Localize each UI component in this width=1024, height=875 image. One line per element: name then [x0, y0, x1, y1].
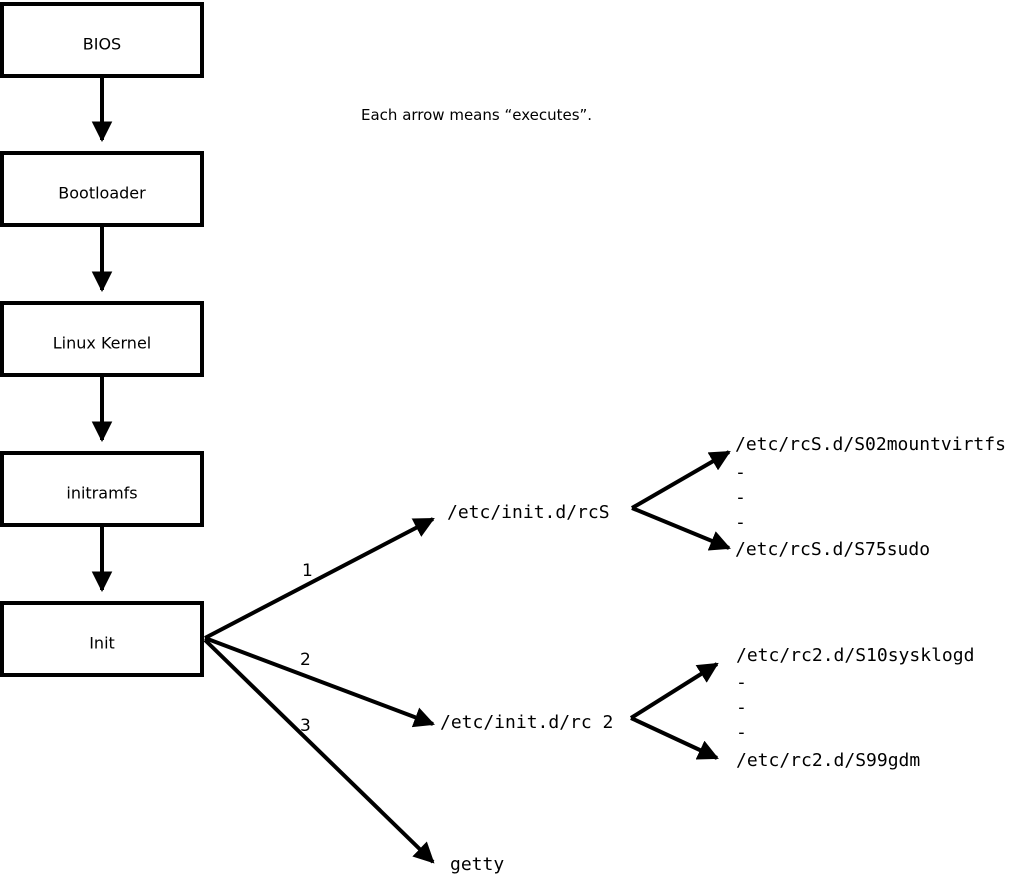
rcs-ellipsis-1: -	[735, 462, 746, 483]
rcs-script-last: /etc/rcS.d/S75sudo	[735, 539, 930, 560]
branch-number-2: 2	[300, 650, 311, 670]
rcs-ellipsis-3: -	[735, 512, 746, 533]
bootloader-box[interactable]	[0, 151, 204, 227]
init-label: Init	[89, 634, 115, 653]
arrow-init-to-rc2	[204, 636, 435, 728]
branch-number-1: 1	[302, 561, 313, 581]
initramfs-label: initramfs	[66, 484, 137, 503]
rc2-script-last: /etc/rc2.d/S99gdm	[736, 750, 920, 771]
arrow-init-to-getty	[203, 638, 435, 864]
bios-box[interactable]	[0, 2, 204, 78]
target-getty-label: getty	[450, 854, 504, 875]
branch-number-3: 3	[300, 716, 311, 736]
kernel-label: Linux Kernel	[53, 334, 151, 353]
arrow-rc2-to-first-script	[629, 662, 719, 720]
arrow-rc2-to-last-script	[630, 716, 719, 760]
legend-note: Each arrow means “executes”.	[361, 106, 592, 124]
bootloader-label: Bootloader	[58, 184, 146, 203]
target-rcs-label: /etc/init.d/rcS	[447, 502, 610, 523]
rcs-ellipsis-2: -	[735, 487, 746, 508]
rc2-ellipsis-1: -	[736, 672, 747, 693]
kernel-box[interactable]	[0, 301, 204, 377]
arrow-rcs-to-last-script	[631, 506, 731, 551]
node-bootloader[interactable]: Bootloader	[0, 151, 204, 227]
initramfs-box[interactable]	[0, 451, 204, 527]
bios-label: BIOS	[83, 35, 121, 54]
arrow-rcs-to-first-script	[631, 450, 731, 510]
target-rc2-label: /etc/init.d/rc 2	[440, 712, 613, 733]
rcs-script-first: /etc/rcS.d/S02mountvirtfs	[735, 434, 1006, 455]
node-linux-kernel[interactable]: Linux Kernel	[0, 301, 204, 377]
node-initramfs[interactable]: initramfs	[0, 451, 204, 527]
rc2-script-first: /etc/rc2.d/S10sysklogd	[736, 645, 974, 666]
rc2-ellipsis-3: -	[736, 722, 747, 743]
node-bios[interactable]: BIOS	[0, 2, 204, 78]
init-box[interactable]	[0, 601, 204, 677]
rc2-ellipsis-2: -	[736, 697, 747, 718]
arrow-init-to-rcs	[204, 517, 435, 640]
node-init[interactable]: Init	[0, 601, 204, 677]
